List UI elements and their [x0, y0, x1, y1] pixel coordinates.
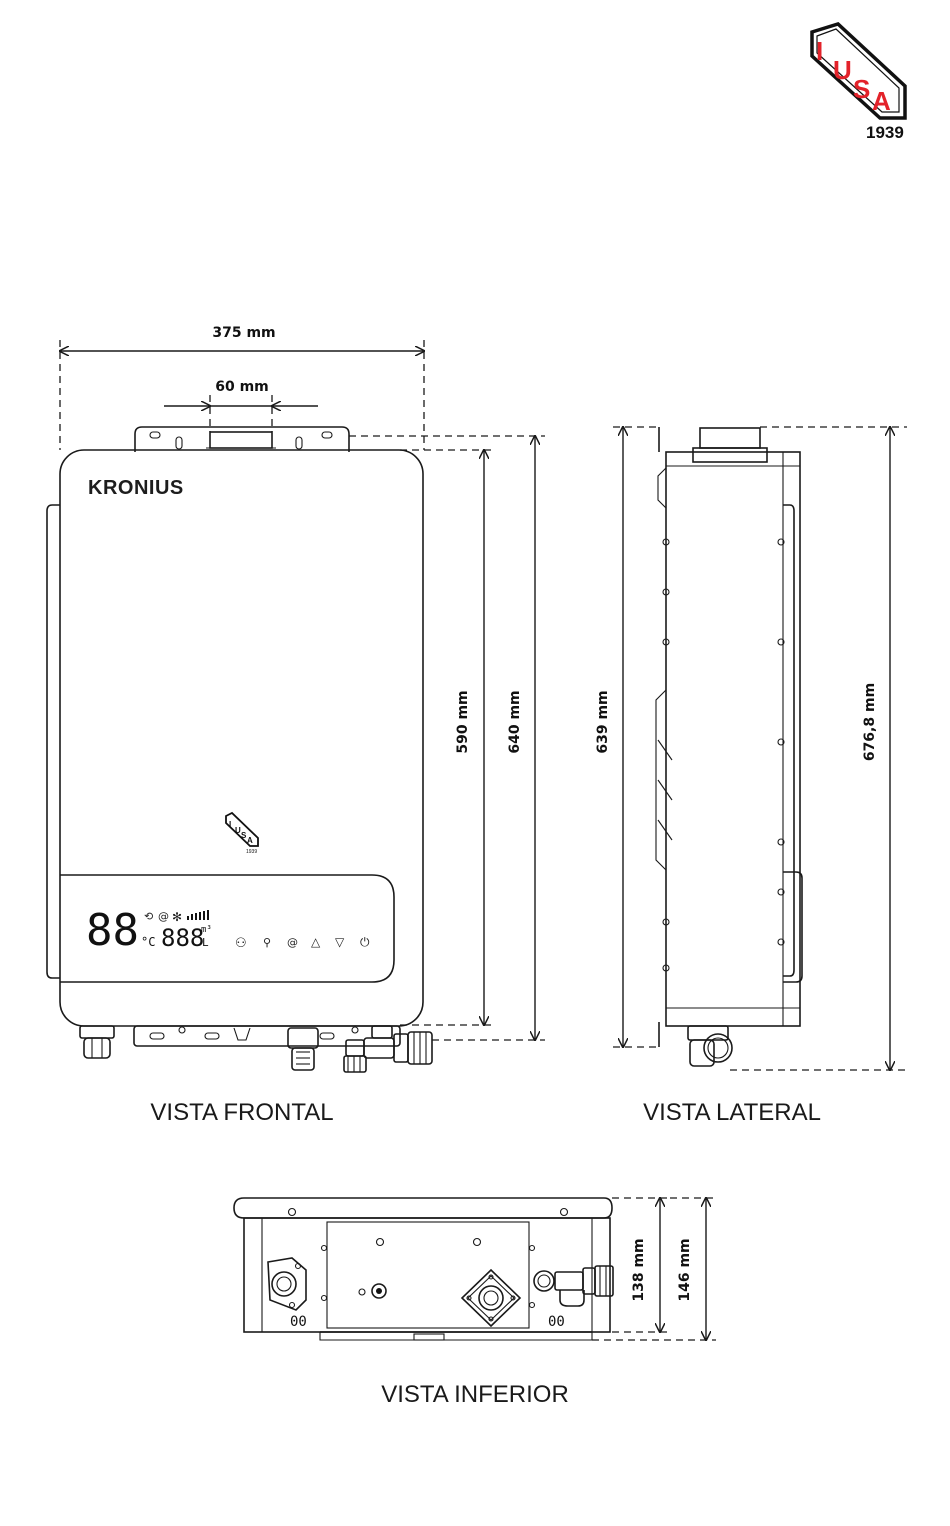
bottom-view: 00 00 138 mm [234, 1198, 716, 1408]
svg-text:A: A [247, 836, 253, 845]
tap-icon: ⟲ [144, 910, 153, 923]
power-button-icon[interactable]: ⏻ [360, 935, 370, 949]
display-small-digits: 888 [161, 924, 204, 952]
side-view-label: VISTA LATERAL [643, 1099, 821, 1126]
iusa-logo: I U S A 1939 [812, 24, 905, 142]
logo-letter-u: U [833, 55, 852, 85]
bracket-slot [322, 432, 332, 438]
water-fitting-center [288, 1028, 318, 1070]
svg-text:00: 00 [290, 1314, 307, 1330]
bottom-gas-fitting: 00 [268, 1258, 307, 1330]
side-view: 639 mm 676,8 mm VISTA LATERAL [595, 427, 907, 1126]
bottom-total-depth-dimension-label: 146 mm [677, 1238, 693, 1301]
temp-down-button-icon[interactable]: ▽ [335, 935, 345, 949]
front-view-label: VISTA FRONTAL [150, 1099, 333, 1126]
bracket-slot [296, 437, 302, 449]
shower-button-icon[interactable]: ⚲ [263, 936, 271, 949]
logo-letter-i: I [816, 36, 823, 66]
total-height-dimension-label: 640 mm [507, 690, 523, 753]
svg-text:1939: 1939 [246, 849, 257, 855]
brand-logo: KRONIUS [88, 477, 184, 499]
side-height-dimension-label: 639 mm [595, 690, 611, 753]
front-view: KRONIUS I U S A 1939 88 ⟲ @ ✻ °C 888 m³ … [47, 325, 545, 1126]
display-unit-m3: m³ [201, 925, 212, 935]
bottom-mounting-bracket [134, 1026, 400, 1046]
fan-icon: ✻ [172, 910, 182, 924]
side-water-fitting [688, 1026, 732, 1066]
water-fitting-right [344, 1026, 432, 1072]
logo-year: 1939 [866, 123, 904, 142]
side-view-panel-edge [783, 872, 802, 982]
side-view-handle [783, 505, 794, 976]
side-flue-collar [700, 428, 760, 448]
flue-dimension-label: 60 mm [215, 379, 269, 395]
side-handle [47, 505, 60, 978]
bracket-slot [176, 437, 182, 449]
logo-letter-a: A [872, 86, 891, 116]
bottom-water-fitting [462, 1270, 520, 1326]
body-height-dimension-label: 590 mm [455, 690, 471, 753]
svg-text:00: 00 [548, 1314, 565, 1330]
width-dimension-label: 375 mm [212, 325, 275, 341]
side-total-height-dimension-label: 676,8 mm [862, 683, 878, 761]
eco-button-icon[interactable]: @ [287, 936, 298, 949]
display-unit-celsius: °C [141, 935, 155, 949]
gas-fitting-left [80, 1026, 114, 1058]
logo-letter-s: S [853, 74, 870, 104]
bottom-right-fitting: 00 [534, 1266, 613, 1330]
flue-collar [210, 432, 272, 448]
bottom-view-label: VISTA INFERIOR [381, 1381, 569, 1408]
mode-button-icon[interactable]: ⚇ [235, 936, 247, 951]
eco-icon: @ [158, 910, 169, 923]
bracket-slot [150, 432, 160, 438]
svg-text:I: I [229, 820, 231, 829]
display-big-digits: 88 [86, 905, 139, 956]
front-iusa-mark: I U S A 1939 [226, 813, 258, 855]
signal-bars-icon [187, 910, 209, 920]
bottom-depth-dimension-label: 138 mm [631, 1238, 647, 1301]
display-unit-liters: L [202, 936, 209, 949]
temp-up-button-icon[interactable]: △ [311, 935, 321, 949]
